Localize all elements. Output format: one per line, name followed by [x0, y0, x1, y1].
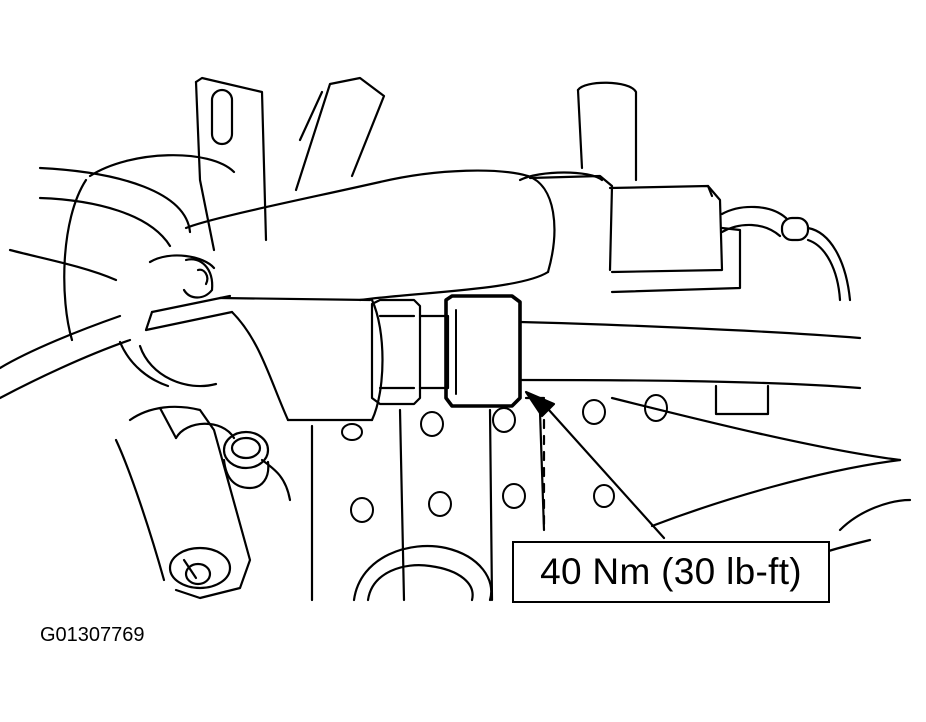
torque-fitting-nut: [444, 294, 522, 408]
figure-id-label: G01307769: [40, 624, 145, 646]
torque-callout-box: 40 Nm (30 lb-ft): [512, 541, 830, 603]
lower-bracket: [114, 405, 292, 600]
fitting-nut-small: [370, 298, 450, 406]
hydraulic-tube: [218, 296, 384, 422]
round-boss: [352, 544, 493, 602]
mounting-holes: [341, 394, 668, 523]
torque-callout-label: 40 Nm (30 lb-ft): [540, 551, 802, 592]
left-round-housing: [0, 154, 236, 400]
valve-box: [576, 81, 742, 294]
main-hose: [184, 169, 614, 302]
torque-leader-arrow: [524, 390, 666, 540]
upper-bracket: [194, 76, 268, 252]
left-elbow-fitting: [118, 254, 234, 388]
electrical-wire-right: [720, 205, 852, 302]
outlet-tube: [518, 320, 862, 416]
upper-angled-hose: [294, 76, 386, 192]
